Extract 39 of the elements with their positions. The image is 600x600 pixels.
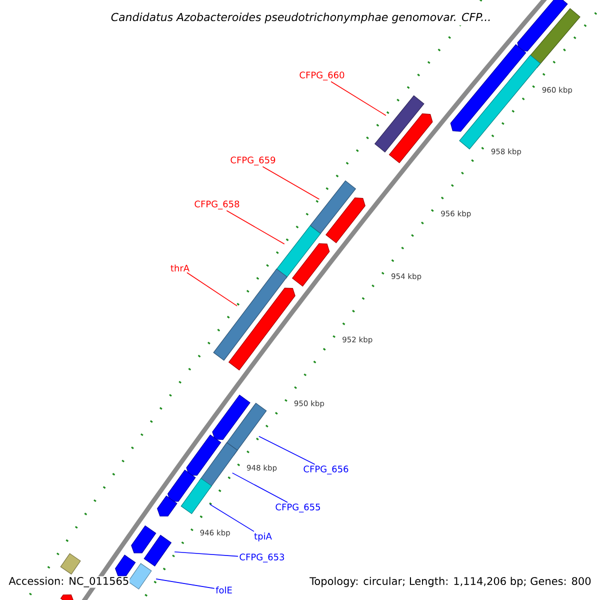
leader-line	[209, 504, 254, 532]
gene-label: CFPG_655	[276, 504, 320, 512]
leader-line	[262, 166, 320, 200]
gene-label: CFPG_659	[230, 156, 276, 166]
gene-bar	[517, 0, 568, 52]
gene-bar	[60, 594, 74, 600]
feature-bar	[374, 95, 424, 152]
feature-bar	[275, 225, 321, 279]
feature-bar	[459, 54, 541, 150]
gene-label: tpiA	[254, 532, 272, 542]
leader-line	[226, 210, 285, 244]
gene-bar	[186, 434, 222, 476]
gene-bar	[326, 198, 366, 244]
gene-label: CFPG_658	[194, 200, 240, 210]
gene-bar	[450, 44, 526, 132]
gene-bar	[388, 113, 433, 164]
gene-label: CFPG_656	[304, 466, 348, 474]
leader-line	[330, 81, 386, 116]
leader-line	[174, 551, 238, 557]
gene-label: CFPG_660	[300, 72, 344, 80]
gene-bar	[131, 525, 156, 554]
info-text: Accession: NC_011565	[8, 576, 130, 588]
gene-bar	[228, 288, 296, 370]
info-text: Topology: circular; Length: 1,114,206 bp; Genes: 800	[309, 576, 592, 588]
gene-label: CFPG_653	[240, 554, 284, 562]
leader-line	[258, 436, 316, 465]
gene-bar	[212, 394, 250, 440]
title: Candidatus Azobacteroides pseudotrichonymphae genomovar. CFP...	[108, 10, 494, 26]
gene-label: thrA	[170, 264, 190, 272]
gene-bar	[115, 554, 136, 576]
gene-bar	[157, 496, 178, 516]
gene-label: folE	[216, 586, 232, 594]
leader-line	[156, 578, 215, 589]
leader-line	[232, 472, 288, 503]
gene-bar	[292, 243, 330, 287]
feature-bar	[213, 268, 288, 361]
feature-bar	[60, 553, 81, 575]
leader-line	[186, 272, 238, 306]
feature-bar	[128, 563, 152, 590]
